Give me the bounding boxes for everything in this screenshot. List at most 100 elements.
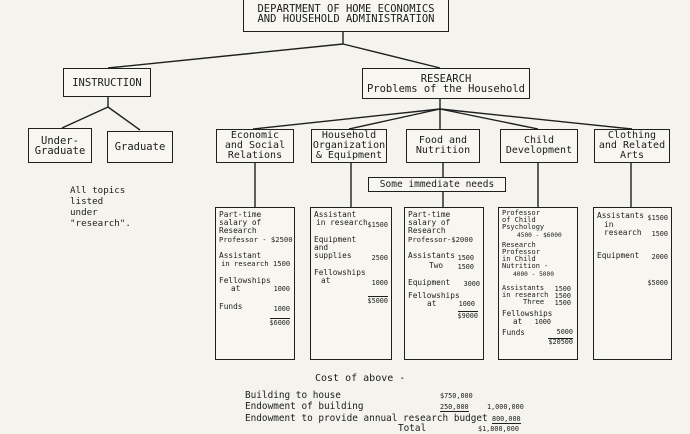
- detail-line: in research: [316, 218, 368, 227]
- immediate-needs-box: Some immediate needs: [368, 177, 506, 192]
- area-economic-label: Economic and Social Relations: [224, 130, 286, 161]
- detail-line: Part-time: [408, 210, 451, 219]
- detail-line: in research 1500: [221, 259, 291, 268]
- department-title: DEPARTMENT OF HOME ECONOMICS AND HOUSEHO…: [257, 3, 435, 25]
- detail-line: Nutrition -: [502, 262, 549, 270]
- detail-amount: 1500: [554, 285, 571, 293]
- research-label: RESEARCH Problems of the Household: [366, 72, 526, 95]
- detail-line: Assistant: [314, 210, 357, 219]
- detail-line: Equipment: [408, 278, 451, 287]
- detail-amount: 1500: [651, 230, 668, 238]
- detail-child: Professor of Child Psychology 4500 - $60…: [498, 207, 578, 360]
- detail-line: Fellowships: [502, 309, 553, 318]
- detail-amount: 1000: [273, 305, 290, 313]
- detail-line: and: [314, 243, 329, 252]
- detail-line: Assistants: [597, 211, 644, 220]
- detail-line: Part-time: [219, 210, 262, 219]
- cost-row-label: Endowment to provide annual research bud…: [245, 413, 488, 424]
- detail-amount: 5000: [556, 328, 573, 336]
- detail-line: at: [321, 276, 331, 285]
- detail-amount: 1000: [534, 318, 551, 326]
- detail-line: Funds: [219, 302, 243, 311]
- detail-total: $6000: [269, 318, 290, 327]
- detail-amount: $1500: [367, 221, 388, 229]
- detail-line: Assistants: [408, 251, 455, 260]
- area-child-label: Child Development: [505, 135, 573, 156]
- area-clothing-label: Clothing and Related Arts: [598, 130, 666, 161]
- detail-line: in Child: [502, 255, 536, 263]
- undergraduate-box: Under- Graduate: [28, 128, 92, 163]
- detail-amount: 1000: [273, 285, 290, 293]
- detail-economic: Part-time salary of Research Professor -…: [215, 207, 295, 360]
- department-box: DEPARTMENT OF HOME ECONOMICS AND HOUSEHO…: [243, 0, 449, 32]
- detail-amount: 2500: [371, 254, 388, 262]
- detail-total: $9000: [457, 311, 478, 320]
- detail-line: at: [231, 284, 241, 293]
- cost-total-label: Total: [398, 423, 427, 434]
- detail-food: Part-time salary of Research Professor-$…: [404, 207, 484, 360]
- detail-line: salary of: [408, 218, 451, 227]
- detail-total: $5000: [647, 279, 668, 287]
- detail-amount: 1500: [554, 292, 571, 300]
- detail-line: Fellowships: [314, 268, 366, 277]
- detail-line: Two: [429, 261, 444, 270]
- topics-note: All topics listed under "research".: [70, 185, 131, 229]
- cost-total-amount: $1,800,000: [478, 425, 519, 433]
- detail-line: Research: [219, 226, 257, 235]
- area-food-box: Food and Nutrition: [406, 129, 480, 163]
- area-economic-box: Economic and Social Relations: [216, 129, 294, 163]
- detail-line: Psychology: [502, 223, 545, 231]
- detail-line: Assistant: [219, 251, 262, 260]
- detail-household: Assistant in research $1500 Equipment an…: [310, 207, 392, 360]
- detail-line: Professor - $2500: [219, 235, 293, 244]
- detail-line: 4500 - $6000: [517, 232, 562, 239]
- cost-amount: $750,000: [440, 392, 473, 400]
- detail-line: Research: [502, 241, 536, 249]
- graduate-box: Graduate: [107, 131, 173, 163]
- detail-line: Research: [408, 226, 446, 235]
- instruction-box: INSTRUCTION: [63, 68, 151, 97]
- detail-line: 4000 - 5000: [513, 271, 554, 278]
- detail-total: $20500: [548, 338, 573, 346]
- detail-amount: 1500: [457, 263, 474, 271]
- detail-amount: 1500: [554, 299, 571, 307]
- detail-line: Fellowships: [408, 291, 460, 300]
- detail-line: Professor: [502, 248, 540, 256]
- detail-line: research: [604, 228, 642, 237]
- detail-amount: $1500: [647, 214, 668, 222]
- cost-row-label: Endowment of building: [245, 401, 364, 412]
- detail-amount: 1500: [457, 254, 474, 262]
- detail-line: in research: [502, 291, 549, 299]
- area-child-box: Child Development: [500, 129, 578, 163]
- detail-line: Professor-$2000: [408, 235, 473, 244]
- undergraduate-label: Under- Graduate: [34, 134, 86, 157]
- research-box: RESEARCH Problems of the Household: [362, 68, 530, 99]
- detail-line: Fellowships: [219, 276, 271, 285]
- area-food-label: Food and Nutrition: [415, 135, 471, 156]
- detail-amount: 1000: [458, 300, 475, 308]
- detail-line: Equipment: [314, 235, 357, 244]
- detail-line: at: [513, 317, 523, 326]
- detail-line: at: [427, 299, 437, 308]
- detail-line: Professor: [502, 209, 540, 217]
- detail-amount: 2000: [651, 253, 668, 261]
- area-household-box: Household Organization & Equipment: [311, 129, 387, 163]
- detail-total: $5000: [367, 296, 388, 305]
- detail-line: Assistants: [502, 284, 545, 292]
- detail-line: salary of: [219, 218, 262, 227]
- cost-amount: 1,000,000: [487, 403, 524, 411]
- detail-amount: 1000: [371, 279, 388, 287]
- detail-line: Funds: [502, 328, 525, 337]
- detail-amount: 3000: [463, 280, 480, 288]
- area-household-label: Household Organization & Equipment: [312, 130, 386, 161]
- immediate-needs-label: Some immediate needs: [379, 178, 495, 190]
- detail-line: Three: [523, 298, 545, 306]
- detail-line: of Child: [502, 216, 536, 224]
- detail-clothing: Assistants $1500 in research 1500 Equipm…: [593, 207, 672, 360]
- instruction-label: INSTRUCTION: [72, 76, 142, 89]
- cost-heading: Cost of above -: [315, 373, 406, 384]
- graduate-label: Graduate: [114, 141, 166, 153]
- area-clothing-box: Clothing and Related Arts: [594, 129, 670, 163]
